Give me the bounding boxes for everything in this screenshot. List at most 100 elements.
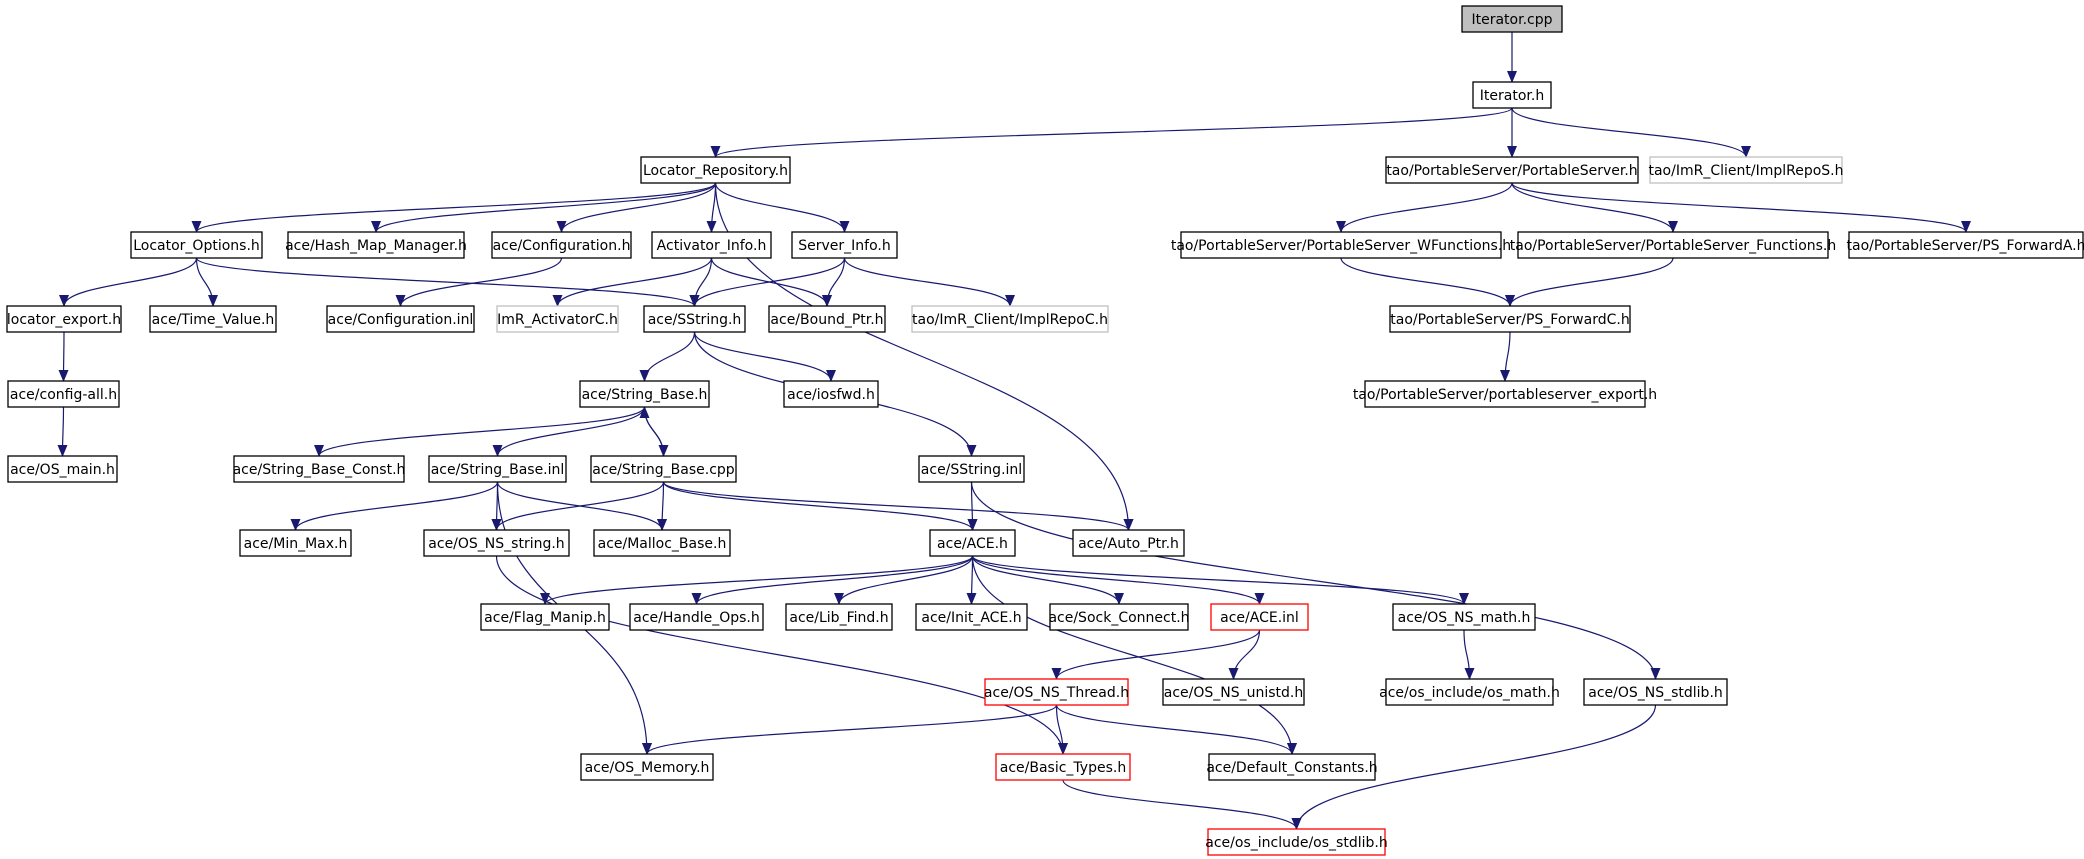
node-box — [6, 305, 122, 333]
graph-node-os-ns-string[interactable]: ace/OS_NS_string.h — [423, 529, 570, 557]
graph-node-os-stdlib[interactable]: ace/os_include/os_stdlib.h — [1205, 828, 1388, 856]
graph-node-ps-forwarda[interactable]: tao/PortableServer/PS_ForwardA.h — [1847, 231, 2084, 259]
dependency-edge — [195, 257, 700, 307]
dependency-edge — [639, 406, 665, 457]
dependency-edge — [639, 331, 696, 382]
dependency-edge — [1500, 331, 1511, 382]
graph-node-configuration-h[interactable]: ace/Configuration.h — [491, 231, 632, 259]
dependency-edge — [662, 481, 978, 531]
dependency-edge — [495, 555, 1068, 755]
dependency-edge — [1062, 779, 1302, 830]
dependency-edge — [552, 257, 713, 307]
graph-node-string-base-h[interactable]: ace/String_Base.h — [579, 380, 710, 408]
node-box — [1461, 5, 1563, 33]
graph-node-default-constants[interactable]: ace/Default_Constants.h — [1206, 753, 1378, 781]
node-label: ace/OS_NS_unistd.h — [1164, 685, 1304, 701]
graph-node-string-base-const[interactable]: ace/String_Base_Const.h — [233, 455, 406, 483]
graph-node-sock-connect[interactable]: ace/Sock_Connect.h — [1048, 603, 1190, 631]
graph-node-flag-manip[interactable]: ace/Flag_Manip.h — [480, 603, 610, 631]
node-label: ace/OS_NS_math.h — [1398, 610, 1531, 626]
dependency-edge — [971, 555, 1297, 755]
node-box — [480, 603, 610, 631]
node-label: ace/OS_Memory.h — [585, 760, 710, 776]
graph-node-locator-repository[interactable]: Locator_Repository.h — [640, 156, 791, 184]
node-box — [496, 305, 619, 333]
graph-node-os-ns-math[interactable]: ace/OS_NS_math.h — [1392, 603, 1536, 631]
node-box — [768, 305, 886, 333]
dependency-edge — [58, 331, 69, 382]
graph-node-sstring-inl[interactable]: ace/SString.inl — [918, 455, 1025, 483]
dependency-edge — [1511, 107, 1751, 158]
node-box — [428, 455, 567, 483]
graph-node-basic-types[interactable]: ace/Basic_Types.h — [995, 753, 1131, 781]
graph-node-os-ns-thread[interactable]: ace/OS_NS_Thread.h — [984, 678, 1129, 706]
graph-node-locator-options[interactable]: Locator_Options.h — [130, 231, 263, 259]
node-box — [1389, 305, 1631, 333]
graph-node-ace-h[interactable]: ace/ACE.h — [929, 529, 1016, 557]
graph-node-bound-ptr[interactable]: ace/Bound_Ptr.h — [768, 305, 886, 333]
graph-node-sstring-h[interactable]: ace/SString.h — [643, 305, 746, 333]
node-label: ace/Auto_Ptr.h — [1078, 536, 1179, 552]
graph-node-server-info[interactable]: Server_Info.h — [791, 231, 898, 259]
dependency-edge — [706, 182, 717, 233]
node-box — [1072, 529, 1185, 557]
graph-node-min-max[interactable]: ace/Min_Max.h — [239, 529, 352, 557]
graph-node-ps-functions[interactable]: tao/PortableServer/PortableServer_Functi… — [1510, 231, 1837, 259]
graph-node-activator-info[interactable]: Activator_Info.h — [651, 231, 772, 259]
graph-node-locator-export[interactable]: locator_export.h — [6, 305, 122, 333]
graph-node-os-memory[interactable]: ace/OS_Memory.h — [580, 753, 714, 781]
node-label: ace/OS_NS_Thread.h — [984, 685, 1129, 701]
node-box — [1848, 231, 2084, 259]
node-box — [995, 753, 1131, 781]
dependency-edge — [1051, 629, 1261, 680]
graph-node-init-ace[interactable]: ace/Init_ACE.h — [915, 603, 1028, 631]
node-label: tao/PortableServer/PortableServer_Functi… — [1510, 238, 1837, 254]
node-label: Activator_Info.h — [657, 238, 767, 254]
graph-node-time-value[interactable]: ace/Time_Value.h — [149, 305, 277, 333]
graph-node-iterator-h[interactable]: Iterator.h — [1472, 81, 1552, 109]
graph-node-portableserver-export[interactable]: tao/PortableServer/portableserver_export… — [1353, 380, 1657, 408]
graph-node-string-base-cpp[interactable]: ace/String_Base.cpp — [590, 455, 737, 483]
graph-node-implrepos[interactable]: tao/ImR_Client/ImplRepoS.h — [1648, 156, 1844, 184]
graph-node-iterator-cpp[interactable]: Iterator.cpp — [1461, 5, 1563, 33]
nodes-layer: Iterator.cppIterator.hLocator_Repository… — [6, 5, 2084, 856]
graph-node-ps-wfunctions[interactable]: tao/PortableServer/PortableServer_WFunct… — [1171, 231, 1511, 259]
graph-node-imr-activatorc[interactable]: ImR_ActivatorC.h — [496, 305, 619, 333]
graph-node-ps-forwardc[interactable]: tao/PortableServer/PS_ForwardC.h — [1389, 305, 1631, 333]
dependency-edge — [1228, 629, 1261, 680]
node-box — [149, 305, 277, 333]
dependency-edge — [395, 257, 563, 307]
node-label: Iterator.h — [1480, 88, 1544, 104]
graph-node-os-main[interactable]: ace/OS_main.h — [7, 455, 118, 483]
dependency-edge — [195, 257, 218, 307]
node-box — [1472, 81, 1552, 109]
graph-node-os-ns-unistd[interactable]: ace/OS_NS_unistd.h — [1162, 678, 1305, 706]
graph-node-portableserver[interactable]: tao/PortableServer/PortableServer.h — [1385, 156, 1639, 184]
graph-node-string-base-inl[interactable]: ace/String_Base.inl — [428, 455, 567, 483]
dependency-edge — [662, 481, 1134, 531]
graph-node-config-all[interactable]: ace/config-all.h — [7, 380, 120, 408]
graph-node-lib-find[interactable]: ace/Lib_Find.h — [785, 603, 893, 631]
node-box — [1162, 678, 1305, 706]
node-label: ace/Hash_Map_Manager.h — [285, 238, 467, 254]
graph-node-implrepoc[interactable]: tao/ImR_Client/ImplRepoC.h — [911, 305, 1109, 333]
node-box — [7, 455, 118, 483]
graph-node-auto-ptr[interactable]: ace/Auto_Ptr.h — [1072, 529, 1185, 557]
graph-node-os-math[interactable]: ace/os_include/os_math.h — [1379, 678, 1560, 706]
node-label: locator_export.h — [7, 312, 121, 328]
graph-node-configuration-inl[interactable]: ace/Configuration.inl — [326, 305, 475, 333]
graph-node-iosfwd[interactable]: ace/iosfwd.h — [783, 380, 879, 408]
node-box — [640, 156, 791, 184]
node-box — [785, 603, 893, 631]
dependency-edge — [1511, 182, 1971, 233]
graph-node-malloc-base[interactable]: ace/Malloc_Base.h — [593, 529, 731, 557]
node-label: ace/OS_NS_string.h — [428, 536, 564, 552]
graph-node-ace-inl[interactable]: ace/ACE.inl — [1210, 603, 1309, 631]
graph-node-handle-ops[interactable]: ace/Handle_Ops.h — [629, 603, 764, 631]
node-box — [1392, 603, 1536, 631]
node-box — [629, 603, 764, 631]
graph-node-os-ns-stdlib[interactable]: ace/OS_NS_stdlib.h — [1583, 678, 1728, 706]
node-label: ace/Malloc_Base.h — [598, 536, 727, 552]
graph-node-hash-map-manager[interactable]: ace/Hash_Map_Manager.h — [285, 231, 467, 259]
